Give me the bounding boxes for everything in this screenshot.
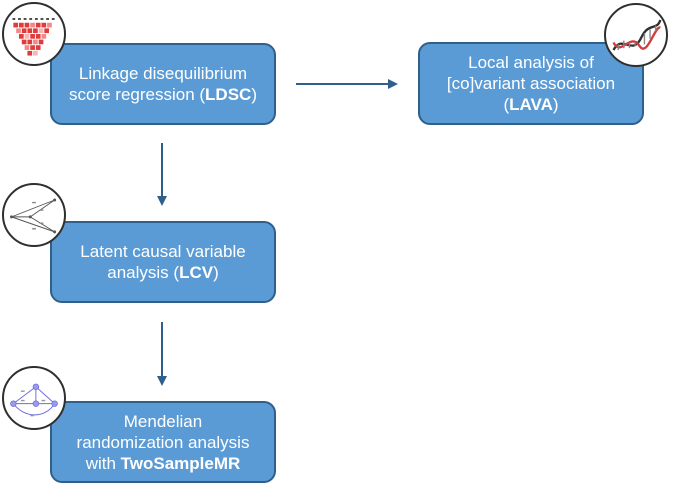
lcv-box[interactable]: Latent causal variable analysis (LCV) xyxy=(50,221,276,303)
mr-label-line2: randomization analysis xyxy=(76,432,250,452)
lava-box[interactable]: Local analysis of [co]variant associatio… xyxy=(418,42,644,125)
mr-box[interactable]: Mendelian randomization analysis with Tw… xyxy=(50,401,276,483)
dna-icon xyxy=(604,3,668,67)
lcv-label-line2-post: ) xyxy=(213,263,219,282)
lcv-label: Latent causal variable analysis (LCV) xyxy=(80,241,245,283)
ldsc-label-line2-post: ) xyxy=(251,85,257,104)
lava-label: Local analysis of [co]variant associatio… xyxy=(447,52,615,115)
ldsc-label-line2-pre: score regression ( xyxy=(68,85,206,104)
causal-graph-icon xyxy=(2,183,66,247)
lava-label-line3-pre: ( xyxy=(503,95,510,114)
ldsc-box[interactable]: Linkage disequilibrium score regression … xyxy=(50,43,276,125)
lava-label-line1: Local analysis of xyxy=(468,53,594,72)
mr-label-line3-pre: with xyxy=(85,453,121,473)
lcv-abbreviation: LCV xyxy=(179,263,214,282)
network-graph-icon xyxy=(2,366,66,430)
mr-label-line1: Mendelian xyxy=(123,411,203,431)
lava-label-line3-post: ) xyxy=(552,95,559,114)
ld-heatmap-icon xyxy=(2,2,66,66)
ldsc-abbreviation: LDSC xyxy=(205,85,252,104)
lcv-label-line2-pre: analysis ( xyxy=(107,263,180,282)
lava-abbreviation: LAVA xyxy=(509,95,553,114)
mr-label: Mendelian randomization analysis with Tw… xyxy=(77,411,250,474)
ldsc-label-line1: Linkage disequilibrium xyxy=(78,64,248,83)
lava-label-line2: [co]variant association xyxy=(446,74,616,93)
ldsc-label: Linkage disequilibrium score regression … xyxy=(69,63,257,105)
lcv-label-line1: Latent causal variable xyxy=(80,242,246,261)
mr-abbreviation: TwoSampleMR xyxy=(120,453,241,473)
